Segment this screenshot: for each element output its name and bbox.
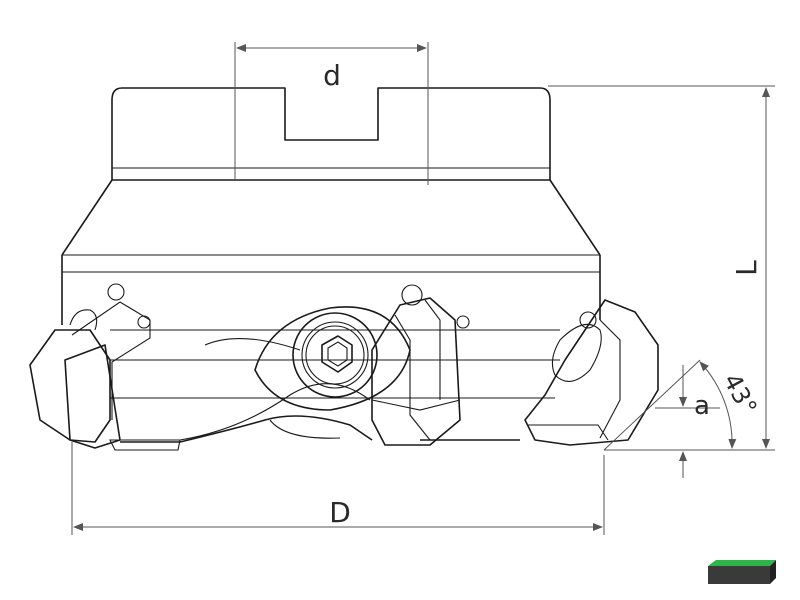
diameter-label: D [329, 496, 351, 529]
center-screw [254, 306, 411, 411]
dimension-d: d [234, 42, 429, 185]
dimension-D: D [71, 442, 605, 535]
insert-right [524, 299, 659, 446]
insert-left [29, 283, 181, 451]
depth-label: a [694, 391, 710, 421]
insert-center [371, 284, 470, 446]
insert-block-icon [708, 560, 776, 584]
length-label: L [730, 260, 763, 276]
dimension-a: a [603, 359, 735, 478]
angle-label: 43° [718, 369, 763, 420]
cutter-body [61, 87, 601, 443]
bore-label: d [323, 59, 341, 92]
